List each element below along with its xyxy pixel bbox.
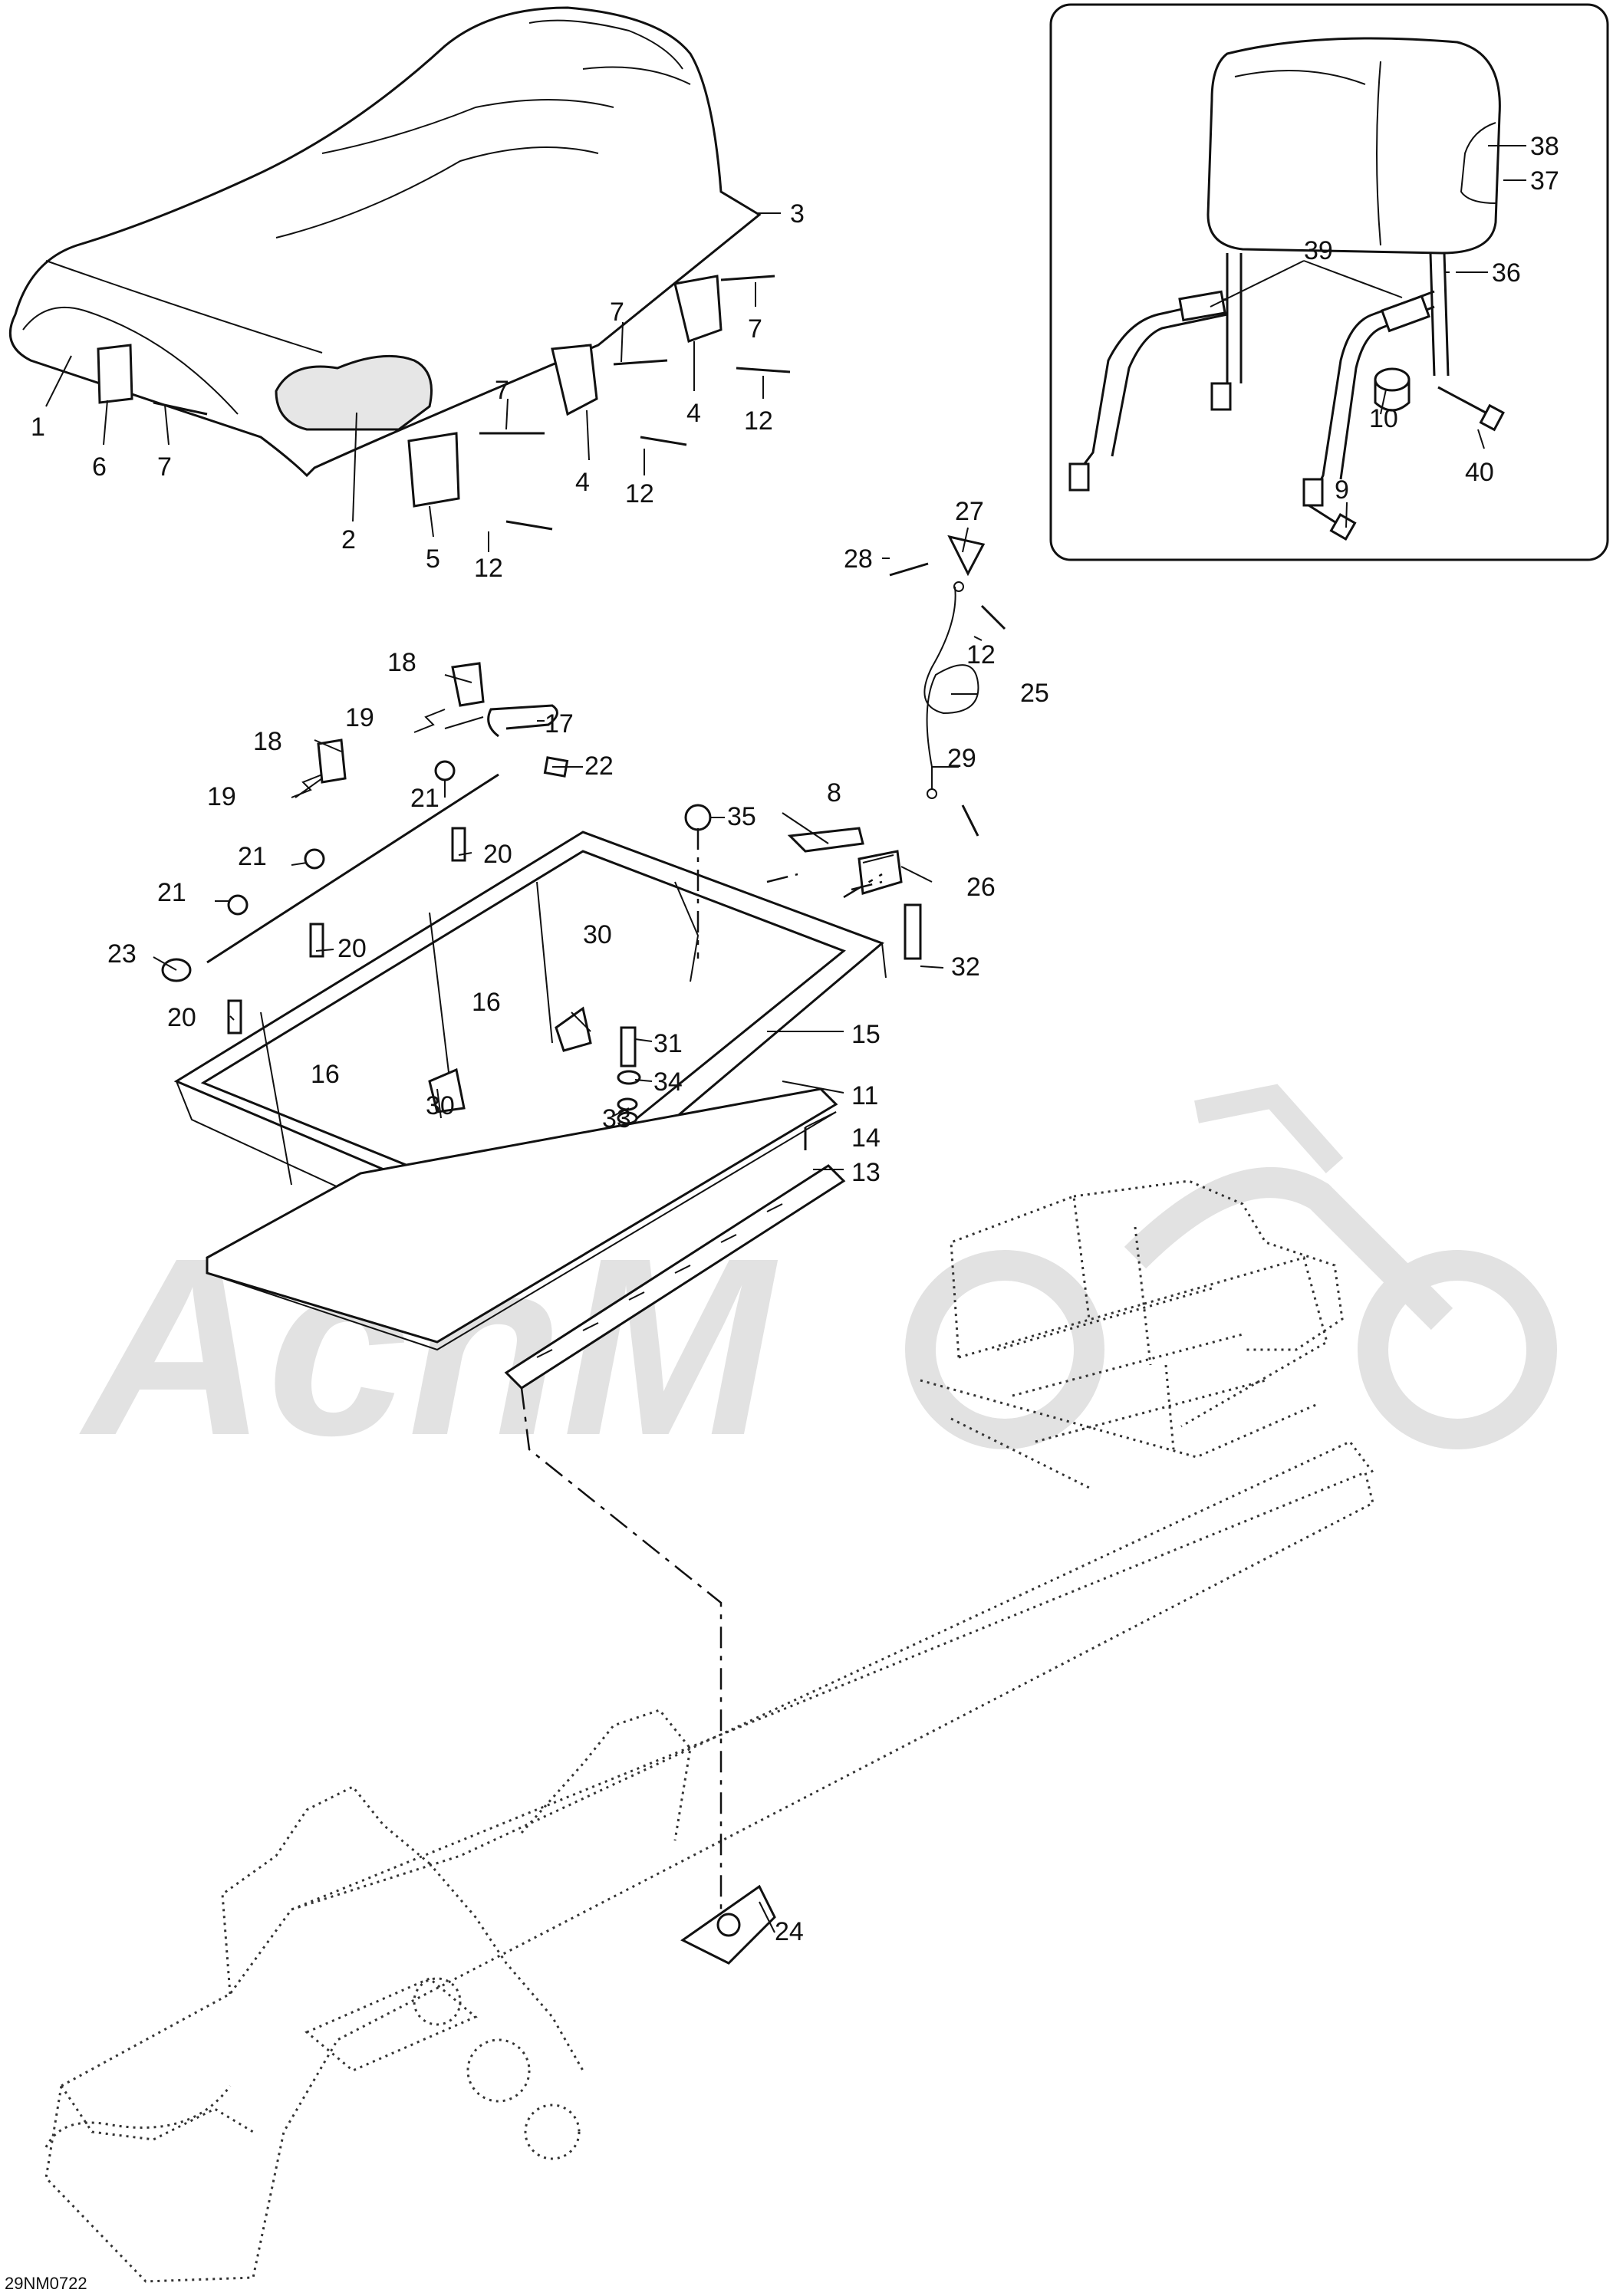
callout-25: 25 <box>1020 679 1049 708</box>
leader-24 <box>759 1901 775 1933</box>
callout-39: 39 <box>1304 236 1333 265</box>
callout-20c: 20 <box>167 1003 196 1032</box>
callout-38: 38 <box>1530 132 1559 161</box>
callout-6: 6 <box>92 452 107 482</box>
callout-32: 32 <box>951 952 980 982</box>
callout-37: 37 <box>1530 166 1559 196</box>
callout-36: 36 <box>1492 258 1521 288</box>
callout-15: 15 <box>851 1020 881 1049</box>
callout-12d: 12 <box>966 640 996 669</box>
callout-19b: 19 <box>207 782 236 811</box>
callout-8: 8 <box>827 778 841 808</box>
latch-hardware <box>161 662 922 1150</box>
callout-30a: 30 <box>583 920 612 949</box>
callout-18b: 18 <box>253 727 282 756</box>
callout-40: 40 <box>1465 458 1494 487</box>
callout-labels: 1 2 3 4 4 5 6 7 7 7 7 8 9 10 11 12 12 12… <box>31 132 1559 1946</box>
box-leaders <box>153 527 983 1170</box>
callout-1: 1 <box>31 413 45 442</box>
callout-14: 14 <box>851 1123 881 1153</box>
callout-12b: 12 <box>625 479 654 508</box>
callout-19a: 19 <box>345 703 374 732</box>
backrest-assembly <box>1068 37 1505 541</box>
callout-21b: 21 <box>238 842 267 871</box>
inset-leaders <box>1210 145 1526 528</box>
callout-17: 17 <box>545 709 574 738</box>
seat-leaders <box>45 212 781 552</box>
callout-3: 3 <box>790 199 805 229</box>
callout-10: 10 <box>1369 404 1398 433</box>
seat-hardware <box>97 275 791 531</box>
callout-11: 11 <box>851 1081 878 1110</box>
seat-assembly <box>8 6 762 478</box>
callout-18a: 18 <box>387 648 416 677</box>
callout-24: 24 <box>775 1917 804 1946</box>
callout-4b: 4 <box>686 399 701 428</box>
callout-21a: 21 <box>410 784 439 813</box>
callout-27: 27 <box>955 497 984 526</box>
callout-31: 31 <box>653 1029 683 1058</box>
inset-frame <box>1049 3 1609 561</box>
callout-9: 9 <box>1335 475 1349 505</box>
chassis <box>44 1179 1374 2283</box>
callout-20a: 20 <box>483 840 512 869</box>
callout-33: 33 <box>602 1104 631 1133</box>
callout-7a: 7 <box>157 452 172 482</box>
callout-12c: 12 <box>744 406 773 436</box>
callout-16a: 16 <box>472 988 501 1017</box>
callout-29: 29 <box>947 744 976 773</box>
callout-7b: 7 <box>495 376 509 405</box>
callout-28: 28 <box>844 544 873 574</box>
callout-16b: 16 <box>311 1060 340 1089</box>
callout-7c: 7 <box>610 298 624 327</box>
callout-5: 5 <box>426 544 440 574</box>
callout-7d: 7 <box>748 314 762 344</box>
callout-12a: 12 <box>474 554 503 583</box>
callout-26: 26 <box>966 873 996 902</box>
callout-34: 34 <box>653 1067 683 1097</box>
rail-13 <box>504 1164 846 1390</box>
callout-23: 23 <box>107 939 137 969</box>
callout-30b: 30 <box>426 1091 455 1120</box>
callout-20b: 20 <box>337 934 367 963</box>
callout-22: 22 <box>584 752 614 781</box>
callout-4a: 4 <box>575 468 590 497</box>
tether-assembly <box>889 535 1006 837</box>
storage-box <box>173 831 887 1351</box>
callout-21c: 21 <box>157 878 186 907</box>
callout-13: 13 <box>851 1158 881 1187</box>
callout-2: 2 <box>341 525 356 554</box>
assembly-lines <box>520 828 883 1933</box>
callout-35: 35 <box>727 802 756 831</box>
drawing-code: 29NM0722 <box>5 2274 87 2293</box>
